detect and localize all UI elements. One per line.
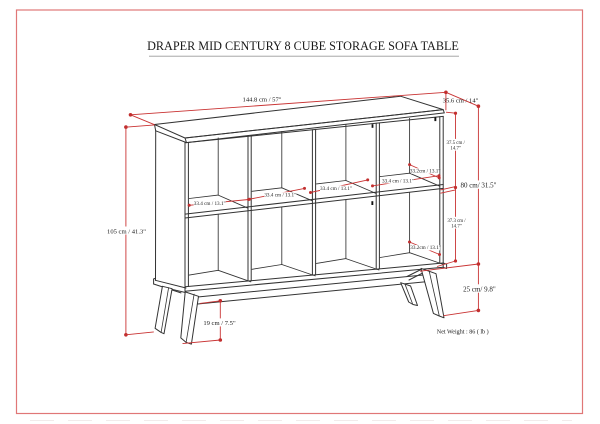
svg-text:19 cm / 7.5": 19 cm / 7.5": [203, 320, 236, 327]
svg-text:80 cm/ 31.5": 80 cm/ 31.5": [460, 182, 496, 190]
svg-text:33.2cm / 13.1": 33.2cm / 13.1": [410, 245, 441, 251]
svg-text:25 cm/ 9.8": 25 cm/ 9.8": [463, 286, 496, 294]
svg-text:35.6 cm / 14": 35.6 cm / 14": [443, 97, 479, 104]
svg-text:37.5 cm /: 37.5 cm /: [447, 141, 466, 146]
svg-text:33.4 cm / 13.1": 33.4 cm / 13.1": [320, 186, 352, 192]
svg-text:33.4 cm / 13.1": 33.4 cm / 13.1": [264, 193, 296, 199]
svg-text:37.3 cm /: 37.3 cm /: [447, 219, 466, 224]
svg-text:33.2cm / 13.1": 33.2cm / 13.1": [410, 169, 441, 175]
svg-text:14.7": 14.7": [451, 224, 462, 229]
svg-text:105 cm / 41.3": 105 cm / 41.3": [107, 228, 146, 235]
svg-text:33.4 cm / 13.1": 33.4 cm / 13.1": [382, 178, 414, 184]
svg-text:Net Weight : 86 ( lb ): Net Weight : 86 ( lb ): [437, 328, 489, 335]
svg-text:DRAPER MID CENTURY 8 CUBE STOR: DRAPER MID CENTURY 8 CUBE STORAGE SOFA T…: [147, 39, 459, 53]
svg-text:33.4 cm / 13.1": 33.4 cm / 13.1": [194, 201, 226, 207]
svg-text:14.7": 14.7": [450, 147, 461, 152]
svg-text:144.8 cm / 57": 144.8 cm / 57": [243, 97, 282, 104]
